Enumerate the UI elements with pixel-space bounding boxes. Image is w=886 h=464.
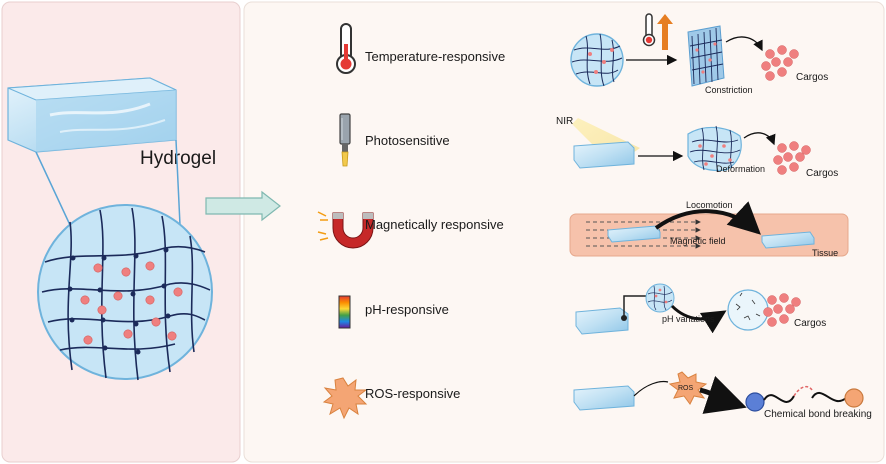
nir-label: NIR <box>556 116 573 127</box>
transition-arrow <box>205 190 281 222</box>
zoom-line-left <box>35 151 71 226</box>
thermometer-icon <box>336 23 356 74</box>
constriction-label: Constriction <box>705 85 753 95</box>
light-pen-icon <box>339 113 351 167</box>
ros-burst-label: ROS <box>678 385 694 392</box>
magnetic-scheme <box>569 201 849 257</box>
temperature-scheme <box>570 13 799 87</box>
right-panel <box>243 1 885 463</box>
row-label-magnetic: Magnetically responsive <box>365 217 504 232</box>
hydrogel-label: Hydrogel <box>140 148 216 169</box>
ros-scheme <box>573 371 864 414</box>
ph-scale-icon <box>338 295 351 329</box>
magnetic-field-label: Magnetic field <box>670 236 726 246</box>
tissue-label: Tissue <box>812 248 838 258</box>
chemical-bond-breaking-label: Chemical bond breaking <box>764 409 872 420</box>
row-label-ph: pH-responsive <box>365 302 449 317</box>
ros-burst-icon <box>322 377 368 420</box>
row-label-ros: ROS-responsive <box>365 386 460 401</box>
network-circle <box>37 204 213 381</box>
ph-variations-label: pH variations <box>662 314 715 324</box>
magnet-icon <box>317 211 374 249</box>
photo-scheme <box>572 118 811 175</box>
zoom-line-right <box>175 139 181 226</box>
cargos-label-3: Cargos <box>794 318 826 329</box>
row-label-photo: Photosensitive <box>365 133 450 148</box>
ph-scheme <box>575 283 801 335</box>
deformation-label: Deformation <box>716 164 765 174</box>
hydrogel-block <box>7 77 177 153</box>
row-label-temperature: Temperature-responsive <box>365 49 505 64</box>
locomotion-label: Locomotion <box>686 200 733 210</box>
cargos-label-2: Cargos <box>806 168 838 179</box>
cargos-label-1: Cargos <box>796 72 828 83</box>
